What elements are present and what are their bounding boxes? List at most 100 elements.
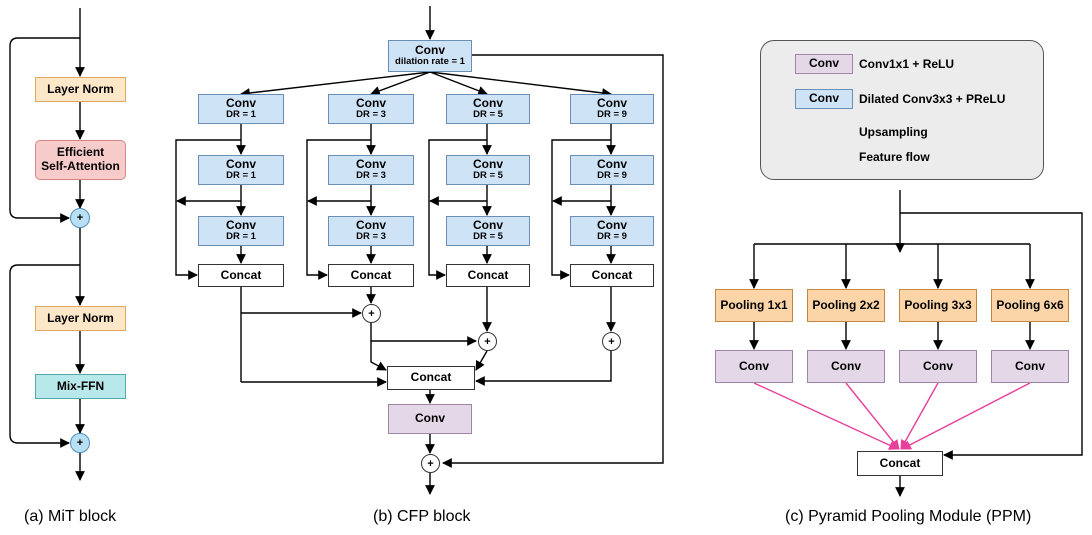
- conv-dr: DR = 9: [597, 231, 627, 243]
- cfp-add-1: +: [362, 304, 381, 323]
- legend-conv-swatch: Conv: [795, 54, 853, 74]
- branch3-conv2: Conv DR = 5: [446, 155, 530, 185]
- mix-ffn-label: Mix-FFN: [56, 378, 105, 393]
- conv-title: Conv: [356, 95, 386, 110]
- concat-label: Concat: [350, 267, 392, 282]
- conv-label: Conv: [1015, 358, 1045, 373]
- conv-title: Conv: [356, 217, 386, 232]
- conv-dr: DR = 3: [356, 109, 386, 121]
- ppm-conv-3: Conv: [899, 350, 977, 383]
- conv-title: Conv: [356, 156, 386, 171]
- cfp-final-conv: Conv: [388, 404, 472, 434]
- branch4-conv2: Conv DR = 9: [570, 155, 654, 185]
- mix-ffn: Mix-FFN: [35, 374, 126, 399]
- conv-dr: DR = 1: [226, 231, 256, 243]
- branch2-concat: Concat: [328, 264, 414, 287]
- conv-title: Conv: [473, 95, 503, 110]
- branch3-concat: Concat: [446, 264, 530, 287]
- cfp-residual-add: +: [421, 454, 440, 473]
- ppm-conv-1: Conv: [715, 350, 793, 383]
- attention-label-line1: Efficient: [56, 145, 105, 160]
- concat-label: Concat: [410, 370, 452, 385]
- conv-dr: DR = 5: [473, 170, 503, 182]
- branch2-conv2: Conv DR = 3: [328, 155, 414, 185]
- cfp-add-2: +: [478, 332, 497, 351]
- conv-label: Conv: [831, 358, 861, 373]
- branch1-conv1: Conv DR = 1: [198, 94, 284, 124]
- legend-conv1x1-label: Conv1x1 + ReLU: [859, 57, 955, 71]
- legend-upsampling-label: Upsampling: [859, 125, 928, 139]
- conv-dr: DR = 5: [473, 231, 503, 243]
- conv-dilation: dilation rate = 1: [395, 56, 465, 68]
- legend-feature-flow-label: Feature flow: [859, 150, 930, 164]
- pooling-label: Pooling 6x6: [996, 297, 1064, 312]
- plus-sign: +: [368, 307, 375, 320]
- ppm-conv-4: Conv: [991, 350, 1069, 383]
- branch2-conv1: Conv DR = 3: [328, 94, 414, 124]
- conv-title: Conv: [473, 217, 503, 232]
- conv-title: Conv: [226, 217, 256, 232]
- layer-norm-2-label: Layer Norm: [47, 310, 114, 325]
- cfp-top-conv: Conv dilation rate = 1: [388, 40, 472, 72]
- legend-conv-swatch-label: Conv: [809, 56, 839, 71]
- plus-sign: +: [427, 457, 434, 470]
- layer-norm-1: Layer Norm: [35, 77, 126, 102]
- cfp-final-concat: Concat: [387, 366, 475, 390]
- concat-label: Concat: [220, 267, 262, 282]
- legend-dilated-label: Dilated Conv3x3 + PReLU: [859, 92, 1006, 106]
- legend-dilated-swatch-label: Conv: [809, 91, 839, 106]
- conv-dr: DR = 1: [226, 170, 256, 182]
- concat-label: Concat: [467, 267, 509, 282]
- concat-label: Concat: [879, 455, 921, 470]
- legend-dilated-swatch: Conv: [795, 89, 853, 109]
- conv-dr: DR = 3: [356, 170, 386, 182]
- conv-dr: DR = 1: [226, 109, 256, 121]
- conv-title: Conv: [226, 95, 256, 110]
- pooling-3x3: Pooling 3x3: [899, 289, 977, 322]
- ppm-concat: Concat: [857, 451, 943, 476]
- conv-label: Conv: [923, 358, 953, 373]
- pooling-1x1: Pooling 1x1: [715, 289, 793, 322]
- conv-title: Conv: [226, 156, 256, 171]
- ppm-conv-2: Conv: [807, 350, 885, 383]
- mit-caption: (a) MiT block: [24, 508, 117, 525]
- legend-panel: Conv Conv1x1 + ReLU Conv Dilated Conv3x3…: [760, 40, 1044, 180]
- conv-dr: DR = 9: [597, 170, 627, 182]
- attention-label-line2: Self-Attention: [41, 159, 120, 173]
- mit-add-2: +: [70, 433, 90, 453]
- conv-title: Conv: [597, 156, 627, 171]
- conv-title: Conv: [597, 95, 627, 110]
- layer-norm-2: Layer Norm: [35, 306, 126, 331]
- branch3-conv3: Conv DR = 5: [446, 216, 530, 246]
- conv-title: Conv: [473, 156, 503, 171]
- conv-dr: DR = 9: [597, 109, 627, 121]
- plus-sign: +: [608, 335, 615, 348]
- branch1-conv2: Conv DR = 1: [198, 155, 284, 185]
- conv-dr: DR = 3: [356, 231, 386, 243]
- efficient-self-attention: Efficient Self-Attention: [35, 140, 126, 180]
- branch4-concat: Concat: [570, 264, 654, 287]
- conv-dr: DR = 5: [473, 109, 503, 121]
- conv-label: Conv: [739, 358, 769, 373]
- branch1-concat: Concat: [198, 264, 284, 287]
- branch2-conv3: Conv DR = 3: [328, 216, 414, 246]
- branch4-conv1: Conv DR = 9: [570, 94, 654, 124]
- ppm-caption: (c) Pyramid Pooling Module (PPM): [785, 508, 1032, 525]
- conv-title: Conv: [597, 217, 627, 232]
- pooling-label: Pooling 2x2: [812, 297, 880, 312]
- pooling-6x6: Pooling 6x6: [991, 289, 1069, 322]
- conv-label: Conv: [415, 411, 445, 426]
- mit-add-1: +: [70, 208, 90, 228]
- plus-sign: +: [76, 437, 84, 449]
- cfp-add-3: +: [602, 332, 621, 351]
- pooling-label: Pooling 1x1: [720, 297, 788, 312]
- pooling-label: Pooling 3x3: [904, 297, 972, 312]
- plus-sign: +: [76, 212, 84, 224]
- branch3-conv1: Conv DR = 5: [446, 94, 530, 124]
- pooling-2x2: Pooling 2x2: [807, 289, 885, 322]
- cfp-caption: (b) CFP block: [373, 508, 471, 525]
- branch4-conv3: Conv DR = 9: [570, 216, 654, 246]
- layer-norm-1-label: Layer Norm: [47, 81, 114, 96]
